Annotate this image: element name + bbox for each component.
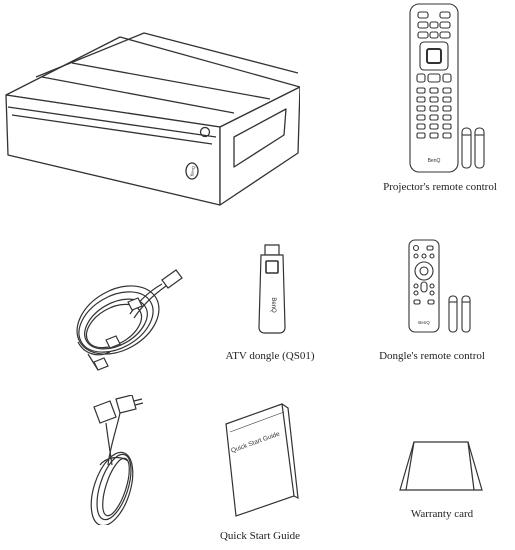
projector-illustration: BenQ <box>2 25 300 220</box>
quick-start-guide-caption: Quick Start Guide <box>219 530 301 542</box>
atv-dongle-brand-text: BenQ <box>270 297 276 313</box>
power-cord-illustration <box>80 395 180 525</box>
projector-brand-text: BenQ <box>189 166 196 177</box>
atv-dongle-caption: ATV dongle (QS01) <box>225 350 315 362</box>
quick-start-guide-illustration: Quick Start Guide <box>218 400 300 520</box>
dongle-remote-brand-text: BenQ <box>418 320 430 325</box>
warranty-card-illustration <box>396 438 486 500</box>
projector-logo-badge <box>186 163 198 179</box>
projector-remote-illustration: BenQ <box>390 2 500 174</box>
warranty-card-caption: Warranty card <box>410 508 474 520</box>
atv-dongle-illustration: BenQ <box>252 243 292 335</box>
dongle-remote-illustration: BenQ <box>405 238 485 336</box>
dongle-remote-caption: Dongle's remote control <box>379 350 485 362</box>
projector-remote-brand-text: BenQ <box>428 158 441 164</box>
projector-remote-caption: Projector's remote control <box>383 181 497 193</box>
power-cable-illustration <box>58 262 186 374</box>
